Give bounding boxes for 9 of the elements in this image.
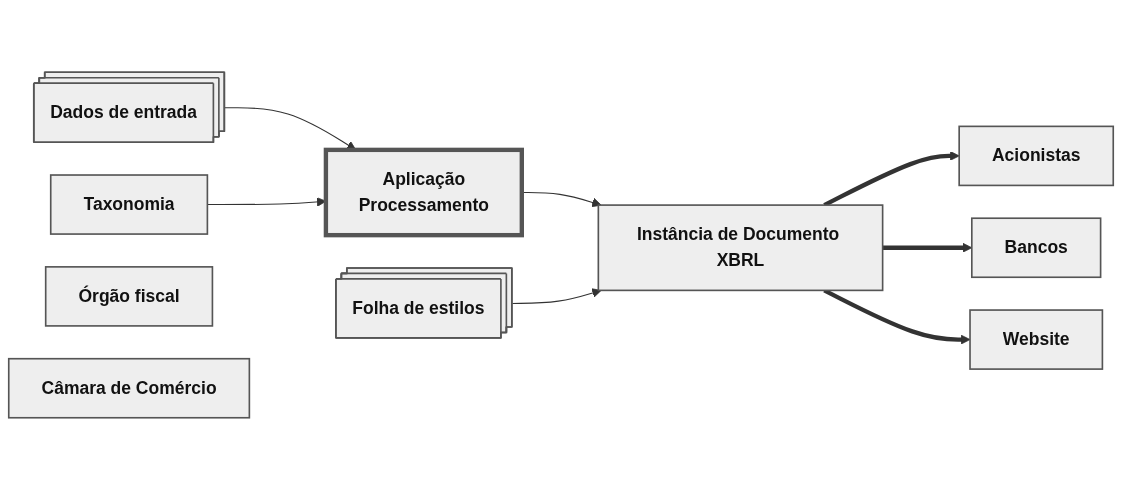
- node-box: Órgão fiscal: [44, 266, 214, 327]
- arrow: [511, 288, 602, 305]
- node-box: Instância de Documento XBRL: [597, 204, 884, 292]
- node-box: Website: [969, 309, 1104, 370]
- node-box: Taxonomia: [49, 174, 209, 235]
- node-box: Aplicação Processamento: [323, 147, 524, 238]
- node-box: Acionistas: [958, 125, 1115, 187]
- node-box: Bancos: [971, 217, 1102, 279]
- node-box: Câmara de Comércio: [7, 357, 251, 419]
